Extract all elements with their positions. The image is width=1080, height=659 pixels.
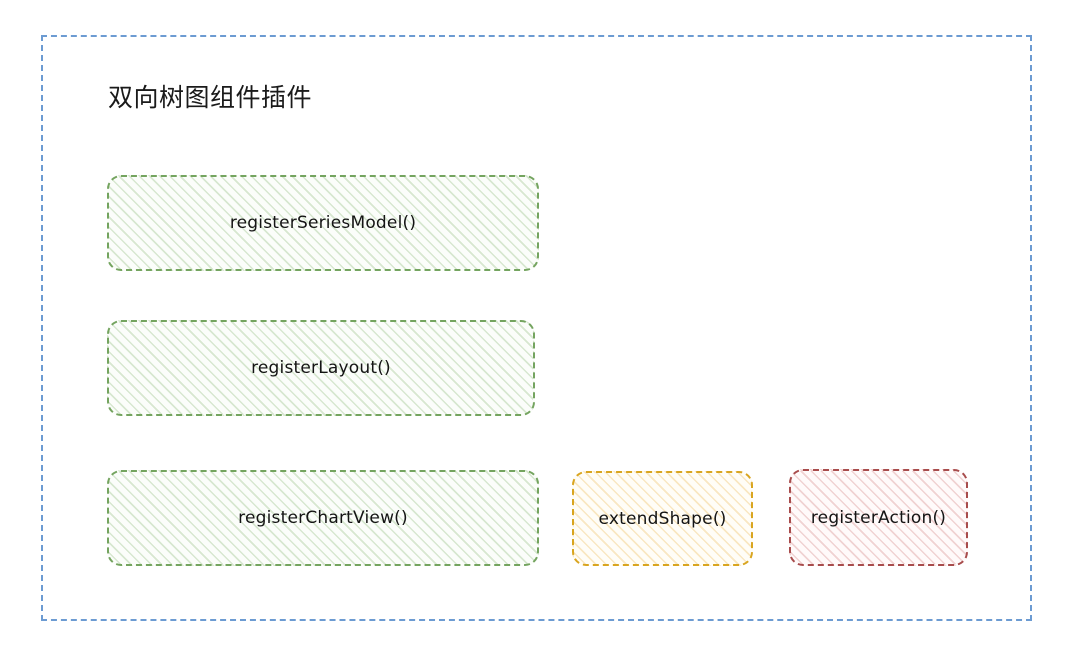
page-title: 双向树图组件插件 — [108, 84, 313, 112]
node-label: registerChartView() — [238, 508, 408, 528]
node-label: registerAction() — [810, 507, 947, 528]
node-label: registerLayout() — [251, 358, 391, 378]
node-label: extendShape() — [598, 508, 727, 529]
node-register-action[interactable]: registerAction() — [789, 469, 968, 566]
node-register-chart-view[interactable]: registerChartView() — [107, 470, 539, 566]
node-register-layout[interactable]: registerLayout() — [107, 320, 535, 416]
plugin-container-frame — [41, 35, 1032, 621]
node-register-series-model[interactable]: registerSeriesModel() — [107, 175, 539, 271]
node-label: registerSeriesModel() — [229, 213, 417, 233]
node-extend-shape[interactable]: extendShape() — [572, 471, 753, 566]
